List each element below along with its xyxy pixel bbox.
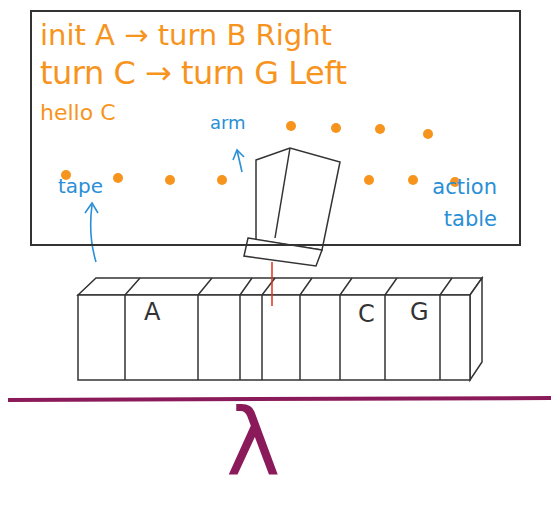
action-table-box: init A → turn B Rightturn C → turn G Lef… (30, 10, 521, 246)
label-text: arm (210, 114, 246, 132)
label-text: tape (58, 176, 103, 196)
table-row: init A → turn B Right (40, 18, 332, 52)
label-text: λ (226, 398, 280, 490)
table-label: action table (377, 172, 497, 235)
label-text: A (144, 300, 160, 324)
arm-drawing (244, 148, 340, 266)
read-head-line (271, 262, 273, 306)
table-row: hello C (40, 100, 116, 125)
label-text: C (358, 302, 375, 326)
label-text: G (410, 300, 429, 324)
table-row: turn C → turn G Left (40, 54, 346, 92)
tape-body (78, 278, 482, 380)
